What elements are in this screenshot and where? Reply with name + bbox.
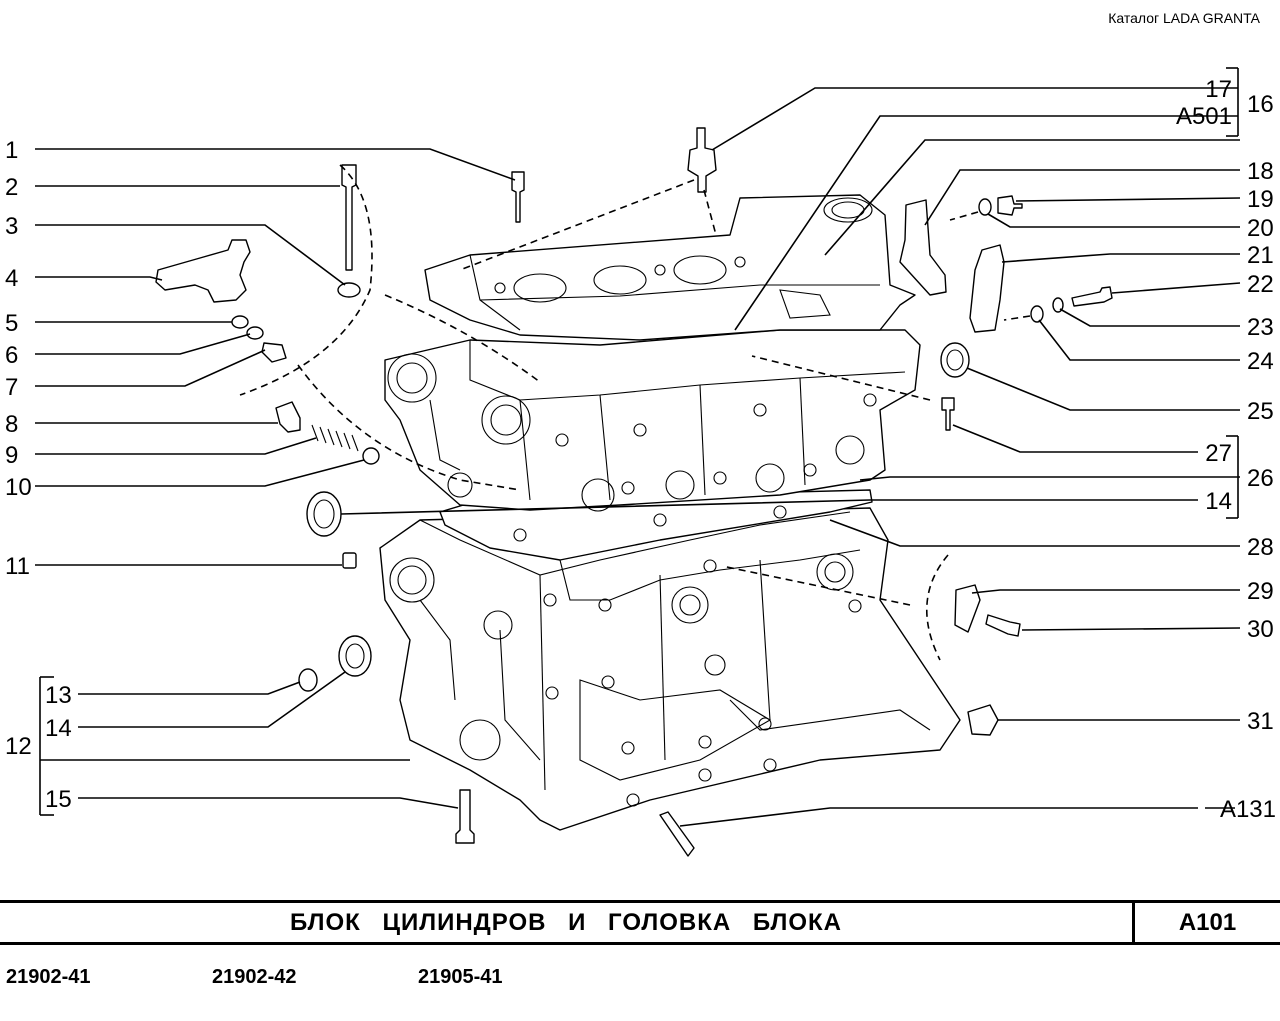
footer-bar: БЛОК ЦИЛИНДРОВ И ГОЛОВКА БЛОКА A101 — [0, 900, 1280, 945]
callout-21: 21 — [1247, 242, 1274, 269]
callout-11: 11 — [5, 553, 30, 580]
callout-1: 1 — [5, 137, 18, 164]
assembly-dash-9 — [949, 211, 979, 221]
cylinder-head-cover — [424, 194, 916, 341]
leader-lines — [35, 67, 1241, 827]
page-code: A101 — [1178, 909, 1237, 936]
callout-23: 23 — [1247, 314, 1274, 341]
callout-8: 8 — [5, 411, 18, 438]
callout-25: 25 — [1247, 398, 1274, 425]
callouts-left: 1 2 3 4 5 6 7 8 9 10 11 12 13 14 15 — [5, 137, 72, 813]
callout-28: 28 — [1247, 534, 1274, 561]
catalog-header: Каталог LADA GRANTA — [1108, 10, 1260, 26]
page-title: БЛОК ЦИЛИНДРОВ И ГОЛОВКА БЛОКА — [0, 903, 1135, 942]
callout-30: 30 — [1247, 616, 1274, 643]
cylinder-head — [384, 329, 921, 512]
callout-2: 2 — [5, 174, 18, 201]
parts-left — [155, 164, 525, 844]
callout-19: 19 — [1247, 186, 1274, 213]
callout-10: 10 — [5, 474, 32, 501]
callout-14-right: 14 — [1205, 488, 1232, 515]
callout-26: 26 — [1247, 465, 1274, 492]
callout-4: 4 — [5, 265, 18, 292]
callout-15: 15 — [45, 786, 72, 813]
callout-9: 9 — [5, 442, 18, 469]
callout-20: 20 — [1247, 215, 1274, 242]
callout-31: 31 — [1247, 708, 1274, 735]
assembly-dash-6 — [751, 355, 931, 401]
parts-right — [659, 127, 1113, 857]
callout-29: 29 — [1247, 578, 1274, 605]
callout-6: 6 — [5, 342, 18, 369]
model-code-3: 21905-41 — [418, 966, 503, 988]
callout-17: 17 — [1205, 76, 1232, 103]
assembly-dash-1 — [239, 164, 373, 396]
callout-3: 3 — [5, 213, 18, 240]
callout-a131: A131 — [1220, 796, 1276, 823]
assembly-dash-8 — [925, 554, 949, 661]
callout-5: 5 — [5, 310, 18, 337]
callout-13: 13 — [45, 682, 72, 709]
callout-7: 7 — [5, 374, 18, 401]
callout-14-left: 14 — [45, 715, 72, 742]
callouts-right: 17 A501 16 18 19 20 21 22 23 24 25 27 26… — [1176, 76, 1276, 823]
callout-24: 24 — [1247, 348, 1274, 375]
engine-exploded-diagram: 1 2 3 4 5 6 7 8 9 10 11 12 13 14 15 17 A… — [5, 67, 1276, 857]
assembly-dash-4 — [459, 179, 695, 271]
model-code-1: 21902-41 — [6, 966, 91, 988]
callout-27: 27 — [1205, 440, 1232, 467]
callout-16: 16 — [1247, 91, 1274, 118]
assembly-dash-5 — [703, 189, 717, 236]
callout-12: 12 — [5, 733, 32, 760]
cylinder-block — [379, 507, 961, 831]
callout-22: 22 — [1247, 271, 1274, 298]
callout-18: 18 — [1247, 158, 1274, 185]
assembly-dash-2 — [297, 364, 521, 491]
callout-a501: A501 — [1176, 103, 1232, 130]
model-code-2: 21902-42 — [212, 966, 297, 988]
assembly-dash-10 — [1003, 315, 1031, 321]
assembly-dash-3 — [384, 294, 541, 383]
assembly-dash-7 — [721, 565, 911, 606]
